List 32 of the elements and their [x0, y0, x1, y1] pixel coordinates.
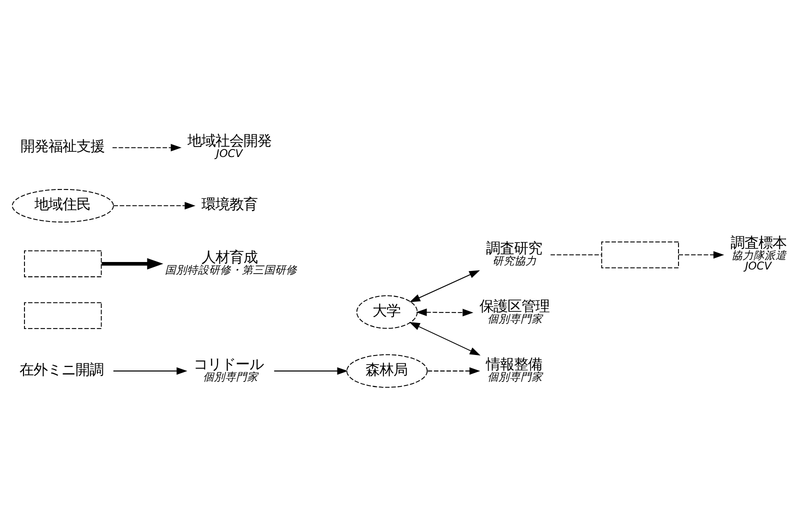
node-box [24, 302, 102, 330]
node-ellipse: 地域住民 [12, 188, 114, 222]
connector [550, 254, 602, 256]
arrow [274, 367, 348, 375]
node-label: 個別専門家 [487, 312, 542, 326]
node-text: 開発福祉支援 [20, 139, 104, 156]
node-label: 研究協力 [492, 254, 537, 268]
arrow [112, 367, 188, 375]
node-label: JOCV [216, 147, 243, 160]
node-text: 人材育成 [201, 250, 258, 266]
node-text: 保護区管理 [479, 298, 550, 315]
node-text: 環境教育 [201, 197, 258, 214]
node-label: 個別専門家 [487, 370, 542, 384]
node-text: 地域社会開発 [188, 134, 272, 150]
arrow [416, 308, 474, 316]
node-label: JOCV [745, 260, 772, 273]
arrow [102, 258, 164, 270]
node-label: 国別特設研修・第三国研修 [165, 263, 298, 276]
arrow [427, 367, 480, 375]
node-label: 個別専門家 [202, 370, 258, 384]
arrow [409, 322, 481, 356]
node-label: 協力隊派遣 [732, 248, 787, 262]
arrow [113, 202, 196, 210]
node-box [601, 241, 679, 268]
arrow [112, 144, 182, 152]
arrow [409, 270, 480, 302]
node-box [24, 250, 102, 278]
node-text: 調査研究 [486, 240, 542, 257]
arrow [678, 251, 724, 259]
node-text: 在外ミニ開調 [20, 362, 104, 378]
node-ellipse: 森林局 [346, 354, 428, 388]
node-ellipse: 大学 [356, 295, 418, 329]
